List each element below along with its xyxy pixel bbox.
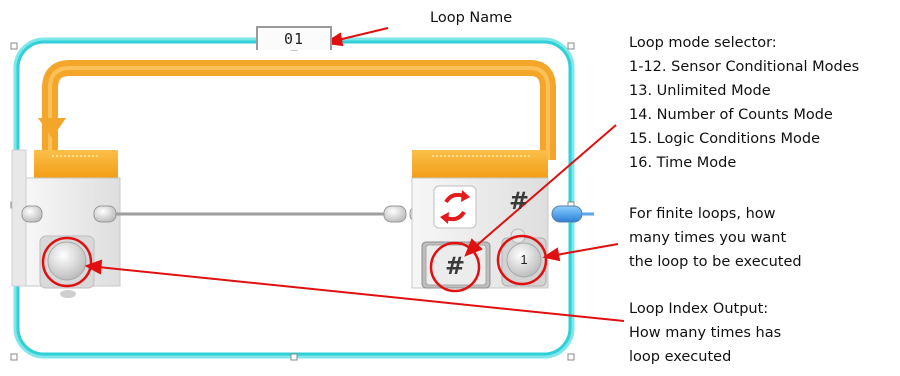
annotation-mode-selector: Loop mode selector: 1-12. Sensor Conditi… bbox=[629, 31, 859, 175]
loop-count-value[interactable]: 1 bbox=[520, 252, 528, 267]
annotation-finite-loops: For finite loops, how many times you wan… bbox=[629, 202, 802, 274]
mode-hash-icon: # bbox=[444, 252, 466, 280]
annotation-line: the loop to be executed bbox=[629, 254, 802, 270]
annotation-line: 13. Unlimited Mode bbox=[629, 83, 771, 99]
annotation-line: How many times has bbox=[629, 325, 782, 341]
annotation-arrows bbox=[84, 27, 625, 322]
loop-index-output-plug bbox=[47, 241, 87, 281]
count-input-plug[interactable] bbox=[501, 228, 547, 287]
annotation-circles bbox=[41, 234, 548, 293]
loop-start-block[interactable] bbox=[11, 149, 121, 298]
output-hash-label: # bbox=[508, 187, 530, 215]
annotation-line: 14. Number of Counts Mode bbox=[629, 107, 833, 123]
loop-name-field[interactable]: 01 bbox=[256, 26, 332, 50]
annotation-loop-name: Loop Name bbox=[430, 6, 512, 30]
annotation-line: Loop Index Output: bbox=[629, 301, 769, 317]
annotation-line: Loop mode selector: bbox=[629, 35, 777, 51]
annotation-line: 16. Time Mode bbox=[629, 155, 737, 171]
annotation-line: 1-12. Sensor Conditional Modes bbox=[629, 59, 860, 75]
annotation-line: loop executed bbox=[629, 349, 732, 365]
annotation-line: Loop Name bbox=[430, 10, 513, 26]
loop-mode-selector[interactable] bbox=[421, 241, 491, 289]
annotation-index-output: Loop Index Output: How many times has lo… bbox=[629, 297, 781, 369]
annotation-line: many times you want bbox=[629, 230, 787, 246]
annotation-line: For finite loops, how bbox=[629, 206, 776, 222]
loop-icon bbox=[433, 185, 477, 229]
loop-return-path bbox=[38, 60, 556, 165]
annotation-line: 15. Logic Conditions Mode bbox=[629, 131, 821, 147]
